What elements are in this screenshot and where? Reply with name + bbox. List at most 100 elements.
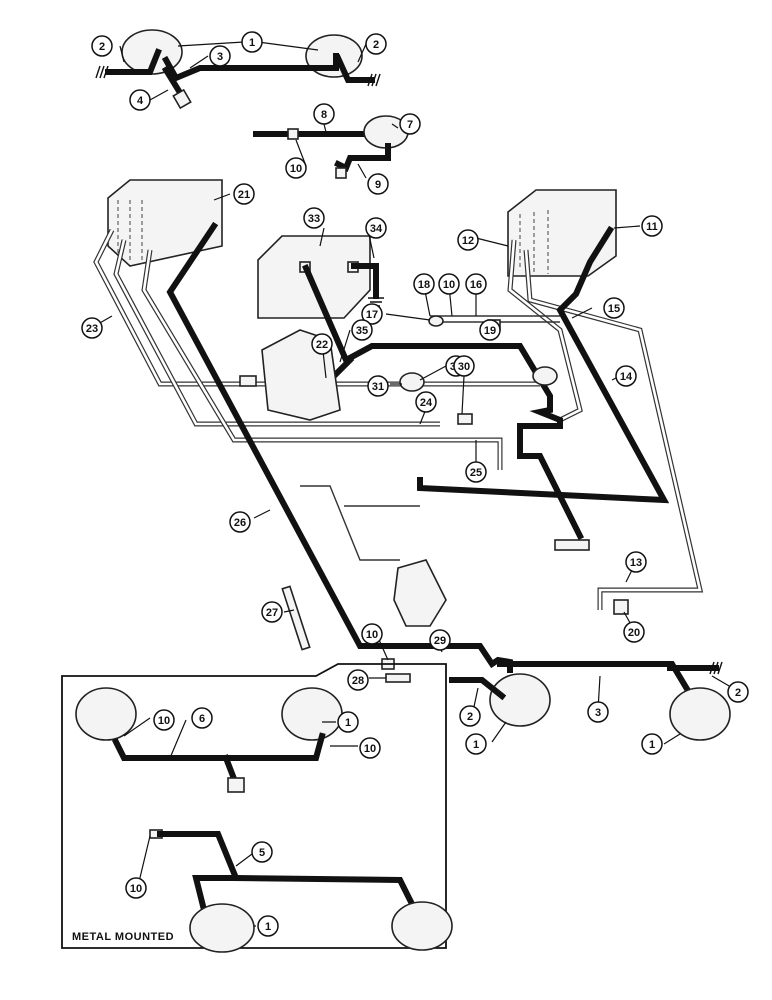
callout-circle — [361, 303, 383, 325]
callout-34: 34 — [365, 217, 387, 239]
callout-number: 7 — [407, 119, 413, 131]
switch-7-assembly — [253, 115, 409, 179]
callout-number: 22 — [316, 339, 328, 351]
callout-circle — [641, 733, 663, 755]
lamp-lower-center — [489, 673, 551, 727]
thin-harness — [93, 228, 704, 610]
fuse-28 — [385, 673, 411, 683]
callout-4: 4 — [129, 89, 151, 111]
callout-number: 10 — [366, 629, 378, 641]
callout-circle — [241, 31, 263, 53]
wire-5-right — [232, 874, 425, 925]
battery-ground-wire — [351, 263, 379, 299]
callout-27: 27 — [261, 601, 283, 623]
callout-number: 1 — [473, 739, 479, 751]
wire-3-top — [161, 53, 339, 82]
callout-circle — [465, 733, 487, 755]
callout-16: 16 — [465, 273, 487, 295]
callout-number: 1 — [345, 717, 351, 729]
callout-number: 1 — [265, 921, 271, 933]
callout-28: 28 — [347, 669, 369, 691]
callout-number: 3 — [595, 707, 601, 719]
callout-number: 10 — [130, 883, 142, 895]
callout-number: 10 — [158, 715, 170, 727]
callout-circle — [361, 623, 383, 645]
callout-circle — [415, 391, 437, 413]
callout-2: 2 — [459, 705, 481, 727]
ground-top-right — [367, 73, 381, 87]
junction-box-11 — [507, 189, 617, 277]
callout-7: 7 — [399, 113, 421, 135]
callout-number: 25 — [470, 467, 482, 479]
callout-number: 16 — [470, 279, 482, 291]
horn — [393, 559, 447, 627]
callout-number: 21 — [238, 189, 250, 201]
callout-number: 5 — [259, 847, 265, 859]
callout-10: 10 — [125, 877, 147, 899]
callout-circle — [285, 157, 307, 179]
callout-circle — [587, 701, 609, 723]
callout-number: 26 — [234, 517, 246, 529]
connector-20 — [613, 599, 629, 615]
callout-circle — [438, 273, 460, 295]
callout-number: 20 — [628, 627, 640, 639]
callout-circle — [603, 297, 625, 319]
callout-13: 13 — [625, 551, 647, 573]
callout-22: 22 — [311, 333, 333, 355]
callout-circle — [615, 365, 637, 387]
battery-33 — [257, 235, 384, 319]
inset-lamp-left — [75, 687, 137, 741]
callout-number: 8 — [321, 109, 327, 121]
callout-12: 12 — [457, 229, 479, 251]
callout-circle — [347, 669, 369, 691]
callout-30: 30 — [453, 355, 475, 377]
callout-number: 2 — [373, 39, 379, 51]
heavy-harness — [166, 221, 723, 699]
callout-circle — [303, 207, 325, 229]
inset-lamp-lower-left — [189, 903, 255, 953]
top-lamp-harness — [95, 29, 381, 110]
callout-2: 2 — [727, 681, 749, 703]
callout-number: 18 — [418, 279, 430, 291]
callout-6: 6 — [191, 707, 213, 729]
callout-number: 10 — [364, 743, 376, 755]
wire-2-left — [105, 48, 162, 75]
callout-17: 17 — [361, 303, 383, 325]
callout-10: 10 — [361, 623, 383, 645]
callout-circle — [257, 915, 279, 937]
callout-number: 10 — [443, 279, 455, 291]
callout-circle — [261, 601, 283, 623]
callout-circle — [367, 375, 389, 397]
wire-9 — [333, 143, 391, 173]
metal-mounted-label: METAL MOUNTED — [72, 931, 174, 943]
callout-3: 3 — [209, 45, 231, 67]
ground-top-left — [95, 65, 109, 79]
lamp-17 — [428, 315, 444, 327]
callout-10: 10 — [285, 157, 307, 179]
callout-circle — [251, 841, 273, 863]
callout-circle — [91, 35, 113, 57]
callout-25: 25 — [465, 461, 487, 483]
callout-number: 2 — [467, 711, 473, 723]
lower-lamps — [449, 673, 731, 741]
inset-connector-6 — [227, 777, 245, 793]
callout-circle — [129, 89, 151, 111]
fuse-27 — [281, 585, 311, 651]
callout-11: 11 — [641, 215, 663, 237]
callout-number: 11 — [646, 221, 658, 233]
callout-number: 6 — [199, 713, 205, 725]
callout-circle — [641, 215, 663, 237]
callout-circle — [81, 317, 103, 339]
callout-circle — [625, 551, 647, 573]
callout-number: 14 — [620, 371, 633, 383]
callout-number: 3 — [217, 51, 223, 63]
callout-circle — [465, 273, 487, 295]
wire-2-lower-center — [449, 677, 507, 701]
callout-circle — [367, 173, 389, 195]
connector-23-end — [239, 375, 257, 387]
callout-circle — [233, 183, 255, 205]
callout-circle — [727, 681, 749, 703]
inset-lamp-right — [281, 687, 343, 741]
callout-1: 1 — [465, 733, 487, 755]
